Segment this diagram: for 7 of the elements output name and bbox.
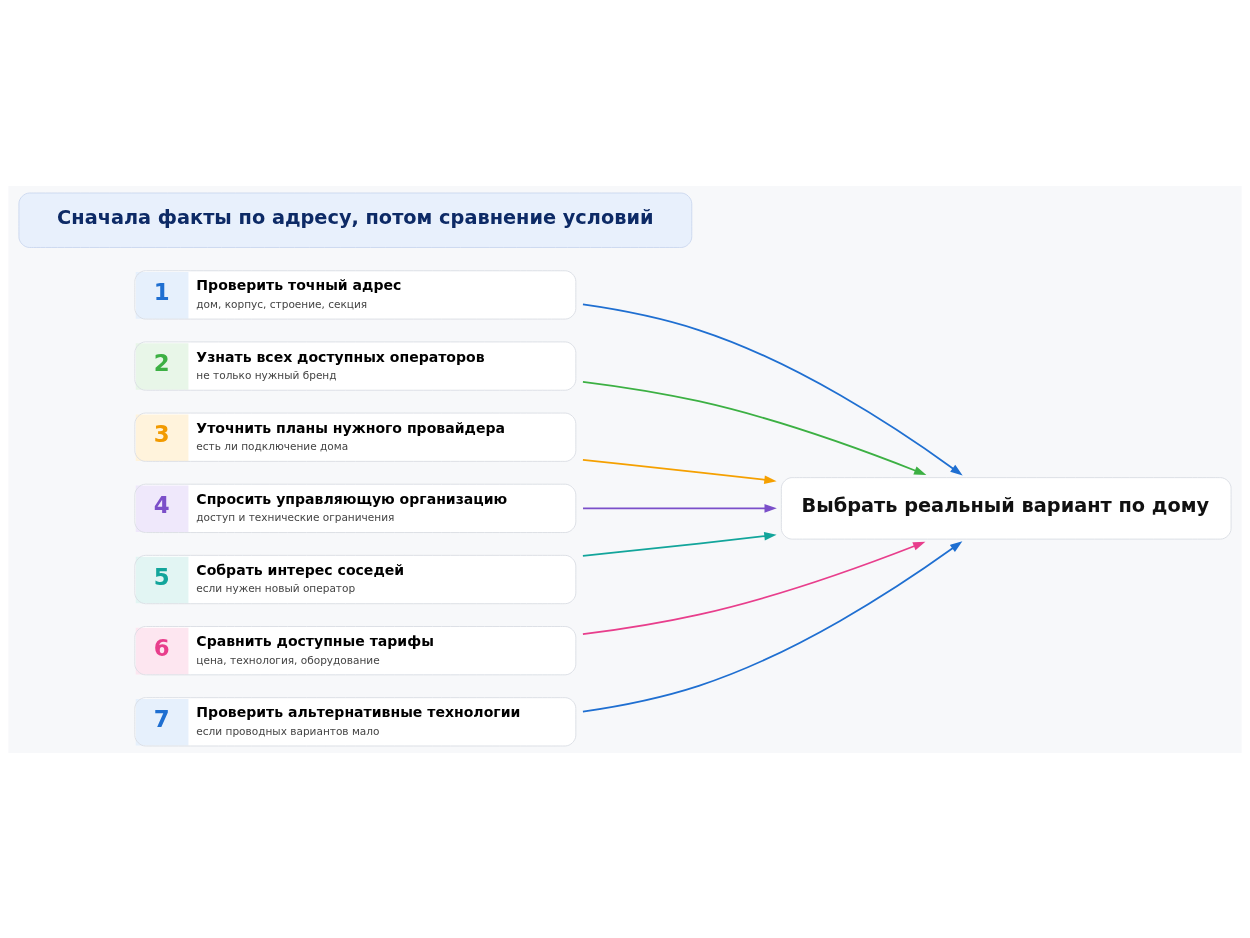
arrow (582, 540, 963, 712)
arrow (582, 531, 777, 557)
arrow (582, 541, 926, 635)
arrow (582, 458, 777, 484)
arrow (582, 303, 963, 475)
arrow (582, 380, 927, 475)
arrow (582, 503, 777, 513)
